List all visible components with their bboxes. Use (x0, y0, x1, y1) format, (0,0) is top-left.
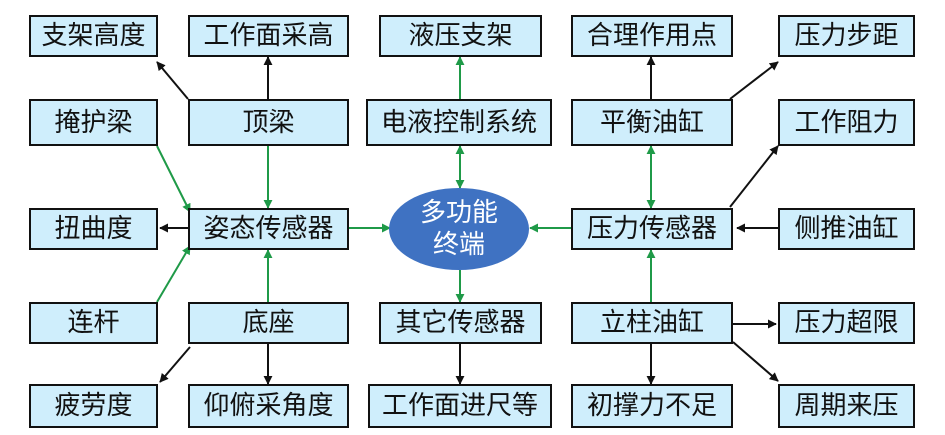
node-top-beam: 顶梁 (188, 99, 349, 146)
node-column-cylinder: 立柱油缸 (571, 302, 733, 344)
node-other-sensors: 其它传感器 (379, 302, 542, 344)
node-working-face-height: 工作面采高 (188, 15, 349, 57)
node-base: 底座 (188, 302, 349, 344)
arrow-top-beam-to-support-height (156, 61, 189, 100)
terminal-hub-line1: 多功能 (419, 197, 498, 228)
node-side-push-cylinder: 侧推油缸 (778, 208, 915, 250)
arrow-shield-beam-to-attitude (156, 145, 191, 213)
arrow-column-to-periodic-weighting (732, 341, 779, 382)
node-fatigue: 疲劳度 (29, 384, 158, 428)
node-hydraulic-support: 液压支架 (379, 15, 542, 57)
node-link-rod: 连杆 (29, 302, 158, 344)
node-pressure-sensor: 压力传感器 (571, 208, 733, 250)
node-action-point: 合理作用点 (571, 15, 733, 57)
arrow-pressure-sensor-to-working-resistance (729, 145, 779, 208)
arrow-balance-to-pressure-step (729, 61, 779, 100)
node-support-height: 支架高度 (29, 15, 158, 57)
node-pitch-angle: 仰俯采角度 (188, 384, 349, 428)
node-insufficient-support: 初撑力不足 (571, 384, 733, 428)
terminal-hub: 多功能 终端 (389, 188, 529, 270)
node-face-advance: 工作面进尺等 (368, 384, 552, 428)
node-shield-beam: 掩护梁 (29, 99, 158, 146)
node-pressure-overlimit: 压力超限 (778, 302, 915, 344)
terminal-hub-shape (389, 188, 529, 270)
arrow-base-to-fatigue (159, 346, 191, 383)
node-pressure-step: 压力步距 (778, 15, 915, 57)
node-balance-cylinder: 平衡油缸 (571, 99, 733, 146)
node-ehc-system: 电液控制系统 (366, 99, 552, 146)
arrow-link-rod-to-attitude (156, 245, 191, 303)
node-periodic-weighting: 周期来压 (778, 384, 915, 428)
node-working-resistance: 工作阻力 (778, 99, 915, 146)
node-attitude-sensor: 姿态传感器 (188, 208, 349, 250)
terminal-hub-line2: 终端 (432, 230, 485, 260)
node-torsion: 扭曲度 (29, 208, 158, 250)
